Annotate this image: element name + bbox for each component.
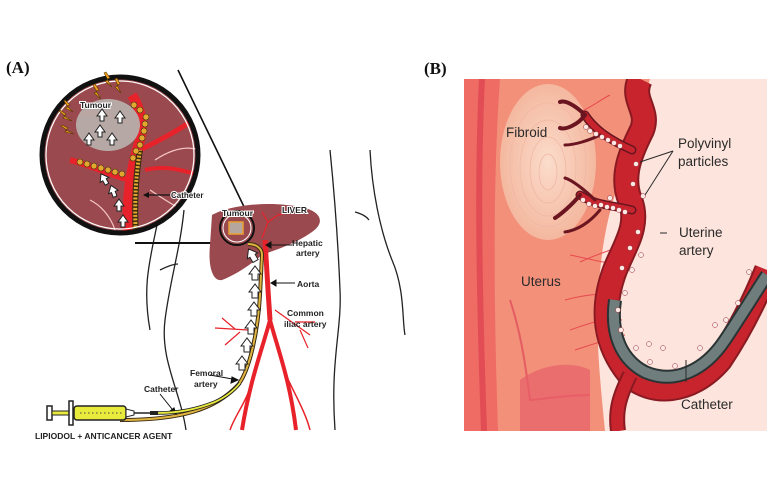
catheter-groin-body [157,382,241,414]
liver-tumour-label: Tumour [222,208,254,218]
left-femoral-vessel [240,319,272,431]
femoral-artery-label-2: artery [194,379,218,389]
uterus-wall-band [476,79,487,431]
navel-mark [354,211,370,221]
catheter-a-body [119,243,264,421]
zoom-tumour-label: Tumour [80,100,112,110]
lightning-icon [60,124,75,135]
syringe-tip [125,408,135,418]
fibroid-label: Fibroid [506,125,547,140]
uterine-artery-label-1: Uterine [679,225,723,240]
zoom-circle: Tumour Catheter [39,71,204,236]
flow-arrow [244,319,258,335]
panel-b: Fibroid Polyvinyl particles Uterine arte… [464,79,767,431]
syringe [46,400,158,426]
uterine-artery-label-2: artery [679,243,714,258]
panel-a: Tumour LIVER [35,69,406,441]
catheter-hub [150,411,158,415]
lightning-icon [92,83,102,100]
fibroid-branches [553,99,637,234]
zoom-circle-inner-ring [45,80,195,230]
lightning-icon [103,71,113,88]
syringe-plunger-rod [51,410,71,416]
body-right-inner [329,149,341,431]
uterus-cavity [520,364,590,431]
hepatic-artery-label-1: Hepatic [292,238,323,248]
uterine-artery-lower [611,372,636,431]
tumour-inset-mass [228,221,244,235]
syringe-flange [68,400,74,426]
zoom-connector-top [177,69,249,216]
common-iliac-label-1: Common [287,308,324,318]
panel-a-label: (A) [6,58,30,77]
lightning-icon [58,109,73,122]
flow-arrow [248,265,262,281]
uterus-label: Uterus [521,274,561,289]
syringe-caption: LIPIODOL + ANTICANCER AGENT [35,431,173,441]
polyvinyl-label-1: Polyvinyl [678,136,731,151]
flow-arrow [247,301,261,317]
zoom-catheter-arrowhead [143,192,149,198]
liver-vessels [261,211,291,239]
catheter-label: Catheter [144,384,179,394]
catheter-b-label: Catheter [681,397,733,412]
flow-arrows [235,248,262,371]
liver-label: LIVER [282,205,307,215]
callout-lines-b [639,150,687,382]
body-left-outer [146,219,159,331]
arteries [214,239,315,431]
zoom-catheter-label: Catheter [171,191,203,200]
polyvinyl-label-2: particles [678,154,729,169]
right-femoral-vessel [268,319,298,431]
flow-arrow [248,283,262,299]
syringe-plunger-cap [46,405,53,421]
zoom-circle-border [39,74,201,236]
body-outline [146,149,406,431]
hepatic-artery-label-2: artery [296,248,320,258]
fibroid-rings [509,102,587,228]
fibroid-mass [500,84,596,240]
aorta-vessel [262,239,273,321]
uterine-artery [595,79,767,400]
aorta-label: Aorta [297,279,319,289]
hip-mark [159,263,179,271]
lightning-icon [63,99,74,113]
common-iliac-label-2: iliac artery [284,319,327,329]
body-right-outer [369,149,406,336]
flow-arrow [246,248,259,264]
catheter-b-body [608,272,767,382]
zoom-flow-arrows [83,108,129,228]
flow-arrow [235,355,249,371]
lightning-icon [114,77,122,94]
tumour-inset-ring [222,213,252,243]
zoom-embolic-beads [76,101,150,178]
body-left-inner [163,209,187,431]
polyvinyl-particles [580,124,752,369]
femoral-artery-label-1: Femoral [190,368,223,378]
lightning-icons [58,71,122,135]
callout-lines-a [159,241,295,415]
flow-arrow [240,337,254,353]
panel-b-label: (B) [424,59,447,78]
